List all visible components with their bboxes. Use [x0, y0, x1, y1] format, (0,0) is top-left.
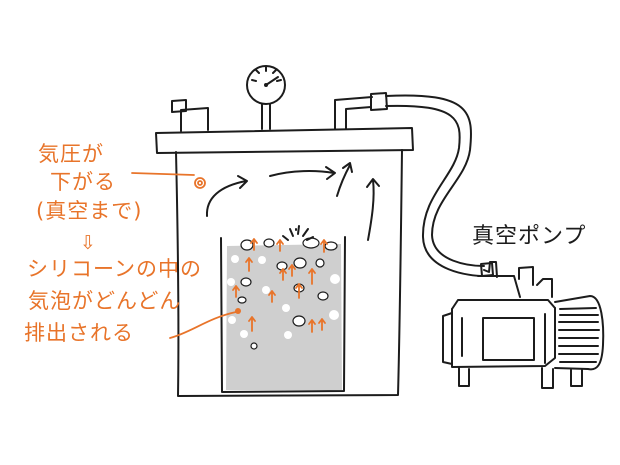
chamber-lid	[155, 127, 414, 154]
bubble	[292, 315, 306, 327]
air-flow-arrows	[205, 162, 380, 241]
bubble	[240, 330, 248, 338]
bubble	[237, 296, 247, 304]
bubble	[329, 310, 339, 320]
bubble-annotation-line3: 排出される	[24, 321, 134, 345]
silicone-bubbles	[227, 255, 340, 339]
bubble	[324, 241, 338, 251]
bubble	[282, 304, 290, 312]
bubble	[258, 256, 266, 264]
bubble	[276, 261, 288, 271]
bubble-pointer	[169, 311, 237, 339]
bubble	[315, 258, 325, 268]
vacuum-pump-icon	[442, 261, 605, 389]
pressure-annotation-line3: (真空まで)	[36, 199, 143, 223]
pressure-annotation-line2: 下がる	[50, 170, 116, 194]
pressure-gauge-icon	[246, 65, 286, 130]
bubble	[228, 316, 236, 324]
bubble-pointer-dot	[235, 308, 241, 314]
pressure-marker	[194, 177, 206, 189]
vacuum-hose	[385, 104, 485, 277]
bubble	[262, 286, 270, 294]
bubble	[330, 274, 340, 284]
right-valve	[334, 92, 388, 130]
pump-label: 真空ポンプ	[472, 224, 587, 249]
chamber-body	[175, 149, 403, 397]
pressure-annotation-line1: 気圧が	[38, 142, 104, 166]
bubble	[231, 255, 239, 263]
bubble	[250, 342, 258, 350]
bubble	[302, 237, 320, 249]
pressure-pointer	[131, 172, 195, 176]
silicone-container	[220, 236, 346, 393]
rising-bubble-arrows	[232, 238, 328, 333]
left-valve	[171, 99, 209, 132]
bubble	[293, 257, 307, 269]
bubble	[240, 239, 254, 251]
vacuum-hose	[385, 94, 485, 267]
bubble	[284, 331, 292, 339]
bubble	[240, 277, 252, 287]
bubble-annotation-line2: 気泡がどんどん	[28, 289, 182, 313]
bubble	[263, 238, 275, 248]
bubble	[317, 291, 329, 301]
bubble	[227, 278, 235, 286]
silicone-bubbles	[237, 237, 338, 350]
down-arrow-icon: ⇩	[80, 232, 97, 254]
bubble-splash	[282, 225, 314, 241]
bubble-annotation-line1: シリコーンの中の	[27, 257, 202, 281]
